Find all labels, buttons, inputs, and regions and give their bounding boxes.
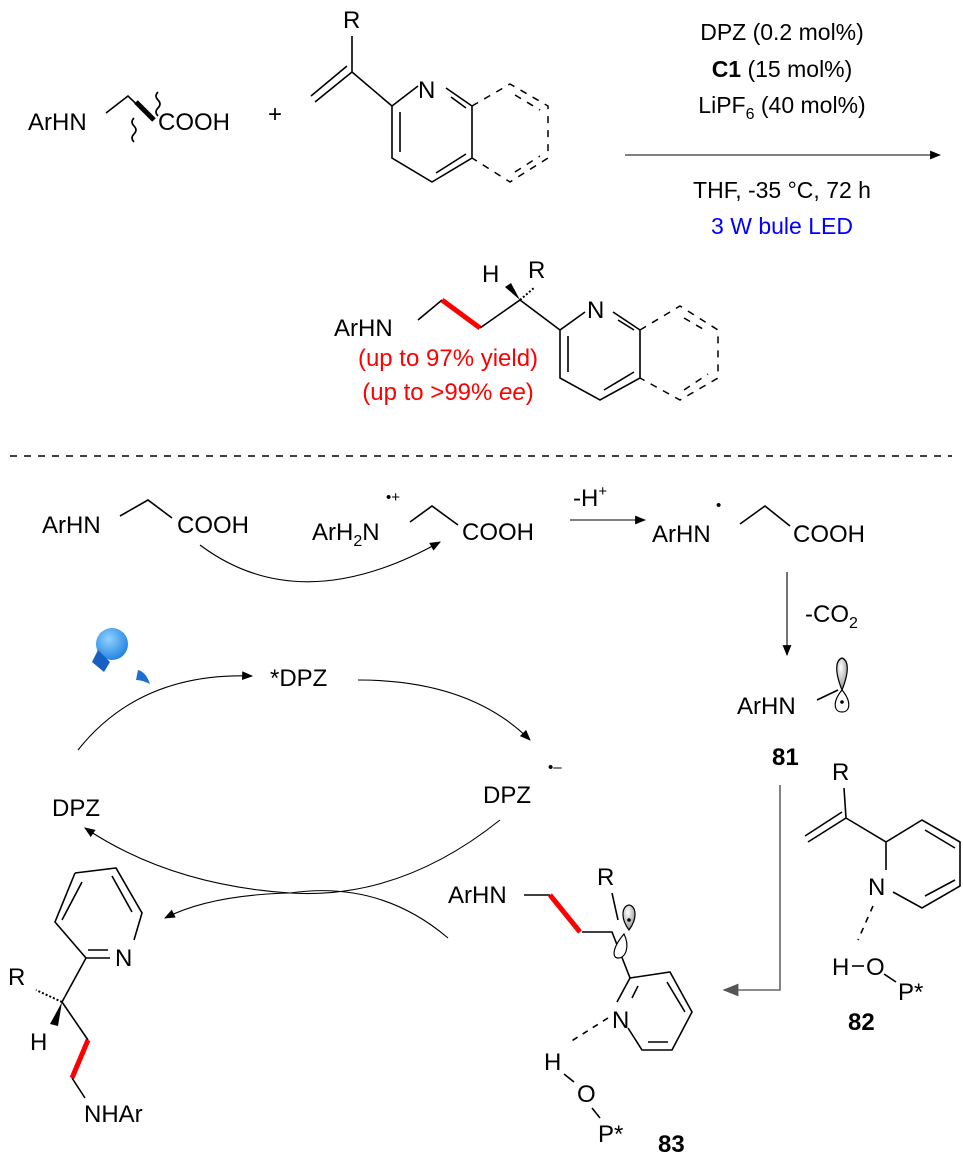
compound-81-amine: ArHN [737, 693, 796, 720]
o-label: O [866, 954, 885, 981]
set-arrow [199, 541, 441, 583]
product-release-arrow [164, 890, 449, 939]
lipf-label: LiPF [698, 92, 745, 118]
final-product-amine: NHAr [84, 1101, 143, 1128]
radical-cation-acid: COOH [462, 519, 534, 546]
condition-light: 3 W bule LED [711, 213, 853, 239]
n-radical-acid: COOH [793, 521, 865, 548]
final-product: N R H NHAr [8, 867, 143, 1128]
n-label: N [868, 874, 885, 901]
glycine-acid: COOH [177, 512, 249, 539]
h-label: H [544, 1049, 561, 1076]
decarboxylation-label: -CO2 [805, 601, 858, 632]
glycine-amine: ArHN [42, 512, 101, 539]
ground-dpz: DPZ [52, 795, 100, 822]
compound-83: ArHN R N H O P* 83 [448, 864, 693, 1158]
plus-sign: + [268, 101, 282, 128]
lipf-loading: (40 mol%) [755, 92, 866, 118]
wedge-bond [505, 283, 520, 300]
condition-catalyst: DPZ (0.2 mol%) [700, 19, 864, 45]
r-label: R [343, 7, 360, 34]
cleaved-bond [134, 100, 156, 122]
excitation-arrow [77, 671, 254, 751]
radical-cation: ArH2N •+ COOH [312, 489, 534, 550]
light-bulb-icon [92, 628, 150, 684]
wedge-bond [50, 1002, 62, 1026]
superscript: + [598, 483, 607, 500]
radical-dot: • [716, 497, 721, 514]
n-label: N [115, 945, 132, 972]
oxidation-arrow [84, 819, 501, 895]
yield-text: (up to 97% yield) [358, 345, 538, 372]
compound-82: R N H O P* 82 [804, 759, 961, 1036]
h-label: -H [573, 485, 598, 512]
condition-additive: LiPF6 (40 mol%) [698, 92, 865, 123]
ee-italic: ee [499, 379, 526, 406]
compound-83-label: 83 [658, 1131, 685, 1158]
hashed-bond [519, 286, 536, 301]
r-label: R [8, 964, 25, 991]
n: N [362, 519, 379, 546]
hashed-bond [35, 989, 63, 1003]
n-label: N [587, 297, 604, 324]
n-label: N [418, 77, 435, 104]
arh: ArH [312, 519, 353, 546]
deprotonation-label: -H+ [573, 483, 607, 512]
n-radical: ArHN • COOH [652, 497, 865, 548]
p-orbital-lower [613, 932, 628, 959]
reactant-amino-acid: ArHN COOH [28, 91, 230, 143]
subscript: 2 [849, 615, 858, 632]
n-radical-amine: ArHN [652, 521, 711, 548]
r-label: R [832, 759, 849, 786]
o-label: O [577, 1081, 596, 1108]
addition-arrow [722, 785, 781, 997]
ee-text: (up to >99% ee) [362, 379, 533, 406]
p-orbital-icon [836, 657, 848, 692]
c1-loading: (15 mol%) [741, 56, 852, 82]
product-amine-label: ArHN [334, 315, 393, 342]
compound-81: ArHN 81 [737, 657, 850, 771]
reduced-dpz: DPZ [483, 782, 531, 809]
ee-prefix: (up to >99% [362, 379, 499, 406]
radical-cation-charge: •+ [386, 489, 400, 506]
compound-83-amine: ArHN [448, 882, 507, 909]
radical-cation-amine: ArH2N [312, 519, 380, 550]
reactant-amine-label: ArHN [28, 109, 87, 136]
p-orbital-icon [622, 904, 636, 932]
r-label: R [528, 257, 545, 284]
c1-label: C1 [712, 56, 742, 82]
ee-suffix: ) [526, 379, 534, 406]
excited-dpz: *DPZ [270, 665, 327, 692]
reactant-vinyl-azaarene: R N [310, 7, 549, 183]
product: ArHN H R N (up to 97% yield) (up to >99%… [334, 257, 719, 406]
h-label: H [832, 954, 849, 981]
compound-82-label: 82 [848, 1009, 875, 1036]
reduction-arrow [357, 679, 531, 741]
radical-dot [627, 918, 631, 922]
p-label: P* [898, 979, 923, 1006]
reactant-acid-label: COOH [158, 109, 230, 136]
h-label: H [482, 261, 499, 288]
h-label: H [30, 1029, 47, 1056]
radical-dot [840, 700, 844, 704]
p-label: P* [598, 1121, 623, 1148]
glycine: ArHN COOH [42, 499, 249, 539]
co-label: -CO [805, 601, 849, 628]
reduced-dpz-charge: •– [548, 759, 562, 776]
conditions: DPZ (0.2 mol%) C1 (15 mol%) LiPF6 (40 mo… [693, 19, 871, 239]
wavy-bond-icon [131, 91, 161, 143]
compound-81-label: 81 [772, 744, 799, 771]
condition-c1: C1 (15 mol%) [712, 56, 853, 82]
n-label: N [612, 1007, 629, 1034]
subscript: 2 [353, 533, 362, 550]
r-label: R [597, 864, 614, 891]
condition-solvent-temp-time: THF, -35 °C, 72 h [693, 177, 871, 203]
subscript: 6 [746, 106, 755, 123]
